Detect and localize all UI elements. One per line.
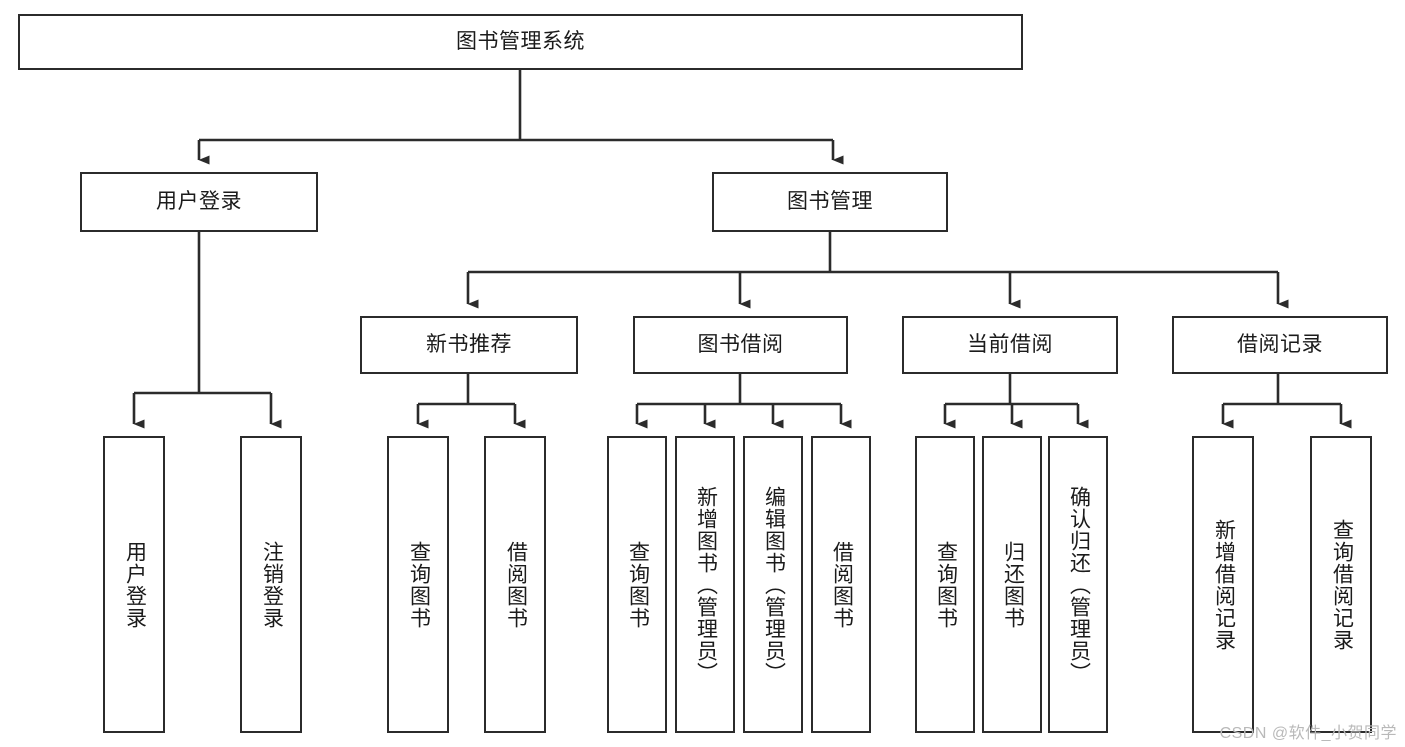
node-label: 图书借阅 — [697, 333, 784, 357]
node-leaf-query-book-current[interactable]: 查询图书 — [915, 436, 975, 733]
node-label: 归还图书 — [1001, 540, 1025, 629]
node-label: 新增借阅记录 — [1212, 518, 1236, 651]
node-leaf-add-borrow-record[interactable]: 新增借阅记录 — [1192, 436, 1254, 733]
csdn-watermark: CSDN @软件_小贺同学 — [1219, 725, 1397, 742]
node-user-login[interactable]: 用户登录 — [80, 172, 318, 232]
node-label: 借阅图书 — [830, 540, 854, 629]
node-label: 图书管理系统 — [456, 30, 585, 54]
node-label: 新书推荐 — [426, 333, 512, 357]
node-leaf-query-book-borrow[interactable]: 查询图书 — [607, 436, 667, 733]
node-leaf-return-book[interactable]: 归还图书 — [982, 436, 1042, 733]
node-leaf-edit-book[interactable]: 编辑图书（管理员） — [743, 436, 803, 733]
node-leaf-user-login[interactable]: 用户登录 — [103, 436, 165, 733]
node-new-book-recommend[interactable]: 新书推荐 — [360, 316, 578, 374]
node-label: 用户登录 — [123, 540, 147, 629]
node-leaf-borrow-book[interactable]: 借阅图书 — [811, 436, 871, 733]
node-label: 借阅图书 — [504, 540, 528, 629]
node-label: 新增图书（管理员） — [694, 485, 718, 684]
node-label: 借阅记录 — [1237, 333, 1323, 357]
node-book-manage[interactable]: 图书管理 — [712, 172, 948, 232]
node-label: 注销登录 — [260, 540, 284, 629]
node-book-borrow[interactable]: 图书借阅 — [633, 316, 848, 374]
node-label: 当前借阅 — [967, 333, 1053, 357]
node-label: 查询借阅记录 — [1330, 518, 1354, 651]
node-label: 图书管理 — [787, 190, 873, 214]
node-root-system[interactable]: 图书管理系统 — [18, 14, 1023, 70]
node-borrow-record[interactable]: 借阅记录 — [1172, 316, 1388, 374]
node-label: 用户登录 — [156, 190, 242, 214]
node-label: 编辑图书（管理员） — [762, 485, 786, 684]
node-leaf-borrow-book-recommend[interactable]: 借阅图书 — [484, 436, 546, 733]
node-leaf-confirm-return[interactable]: 确认归还（管理员） — [1048, 436, 1108, 733]
node-label: 查询图书 — [934, 540, 958, 629]
node-label: 查询图书 — [626, 540, 650, 629]
node-leaf-query-borrow-record[interactable]: 查询借阅记录 — [1310, 436, 1372, 733]
node-leaf-add-book[interactable]: 新增图书（管理员） — [675, 436, 735, 733]
node-current-borrow[interactable]: 当前借阅 — [902, 316, 1118, 374]
node-leaf-query-book-recommend[interactable]: 查询图书 — [387, 436, 449, 733]
node-leaf-user-logout[interactable]: 注销登录 — [240, 436, 302, 733]
node-label: 确认归还（管理员） — [1067, 485, 1091, 684]
node-label: 查询图书 — [407, 540, 431, 629]
